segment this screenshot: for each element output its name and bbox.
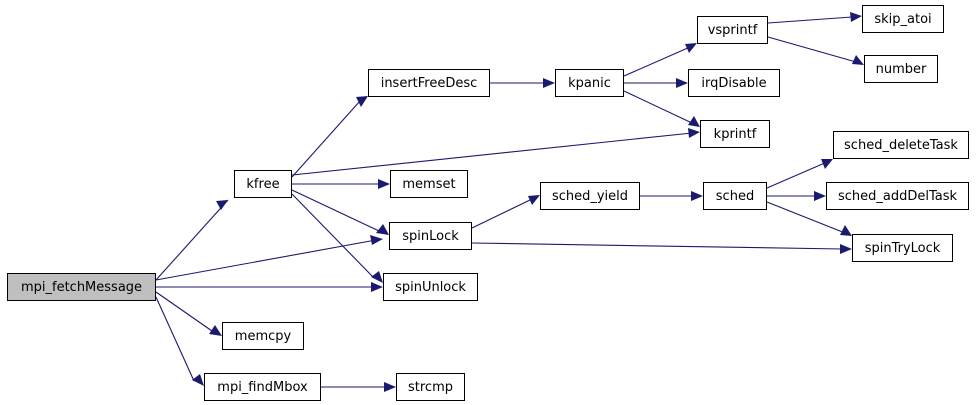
arrowhead-icon [840, 244, 852, 254]
edge-sched-to-spinTryLock [766, 201, 852, 236]
graph-node-sched_deleteTask[interactable]: sched_deleteTask [833, 131, 969, 159]
edge-kfree-to-kprintf [291, 128, 700, 176]
graph-node-mpi_findMbox[interactable]: mpi_findMbox [204, 373, 321, 401]
graph-node-memset[interactable]: memset [390, 170, 468, 198]
graph-node-sched_addDelTask[interactable]: sched_addDelTask [826, 182, 969, 210]
edge-mpi_fetchMessage-to-kfree [155, 199, 229, 281]
edge-kfree-to-insertFreeDesc [291, 96, 368, 178]
arrowhead-icon [192, 374, 204, 386]
graph-node-kpanic[interactable]: kpanic [555, 69, 624, 97]
edge-mpi_fetchMessage-to-memcpy [155, 291, 222, 336]
graph-node-sched[interactable]: sched [703, 182, 767, 210]
arrowhead-icon [688, 128, 700, 138]
arrowhead-icon [852, 55, 864, 65]
graph-node-number[interactable]: number [864, 55, 938, 83]
arrowhead-icon [543, 78, 555, 88]
edge-kpanic-to-irqDisable [624, 78, 688, 88]
arrowhead-icon [850, 12, 862, 22]
edge-sched_yield-to-sched [640, 191, 703, 201]
graph-node-skip_atoi[interactable]: skip_atoi [862, 5, 944, 33]
graph-node-mpi_fetchMessage[interactable]: mpi_fetchMessage [7, 273, 156, 301]
arrowhead-icon [814, 191, 826, 201]
graph-node-vsprintf[interactable]: vsprintf [697, 16, 768, 44]
arrowhead-icon [821, 159, 833, 169]
graph-node-insertFreeDesc[interactable]: insertFreeDesc [368, 69, 490, 97]
arrowhead-icon [384, 382, 396, 392]
arrowhead-icon [676, 78, 688, 88]
arrowhead-icon [356, 96, 368, 107]
graph-node-kprintf[interactable]: kprintf [700, 120, 770, 148]
arrowhead-icon [688, 116, 700, 127]
arrowhead-icon [528, 195, 540, 205]
graph-node-spinTryLock[interactable]: spinTryLock [852, 234, 953, 262]
edge-spinLock-to-sched_yield [471, 195, 540, 229]
arrowhead-icon [685, 43, 697, 53]
arrowhead-icon [216, 200, 228, 210]
graph-node-irqDisable[interactable]: irqDisable [688, 69, 780, 97]
edge-sched-to-sched_addDelTask [767, 191, 826, 201]
arrowhead-icon [371, 271, 383, 283]
edge-spinLock-to-spinTryLock [471, 242, 852, 254]
arrowhead-icon [371, 282, 383, 292]
edge-kfree-to-spinUnlock [291, 193, 383, 283]
edge-mpi_fetchMessage-to-mpi_findMbox [155, 296, 204, 386]
arrowhead-icon [376, 224, 389, 235]
graph-node-sched_yield[interactable]: sched_yield [540, 182, 640, 210]
edge-mpi_fetchMessage-to-spinUnlock [156, 282, 383, 292]
graph-node-strcmp[interactable]: strcmp [396, 373, 465, 401]
edge-mpi_fetchMessage-to-spinLock [155, 235, 383, 281]
arrowhead-icon [691, 191, 703, 201]
graph-node-kfree[interactable]: kfree [234, 170, 292, 198]
graph-node-spinUnlock[interactable]: spinUnlock [383, 273, 478, 301]
edge-kfree-to-spinLock [291, 189, 389, 235]
edge-kpanic-to-vsprintf [623, 43, 697, 77]
edge-kfree-to-memset [292, 179, 390, 189]
edge-mpi_findMbox-to-strcmp [321, 382, 396, 392]
arrowhead-icon [209, 325, 222, 336]
edge-vsprintf-to-number [767, 36, 864, 65]
arrowhead-icon [378, 179, 390, 189]
edge-vsprintf-to-skip_atoi [767, 12, 862, 24]
arrowhead-icon [840, 225, 852, 236]
graph-node-memcpy[interactable]: memcpy [222, 322, 304, 350]
edge-kpanic-to-kprintf [623, 90, 700, 127]
edge-insertFreeDesc-to-kpanic [490, 78, 555, 88]
arrowhead-icon [370, 235, 383, 245]
edge-sched-to-sched_deleteTask [766, 159, 833, 189]
graph-node-spinLock[interactable]: spinLock [389, 222, 472, 250]
